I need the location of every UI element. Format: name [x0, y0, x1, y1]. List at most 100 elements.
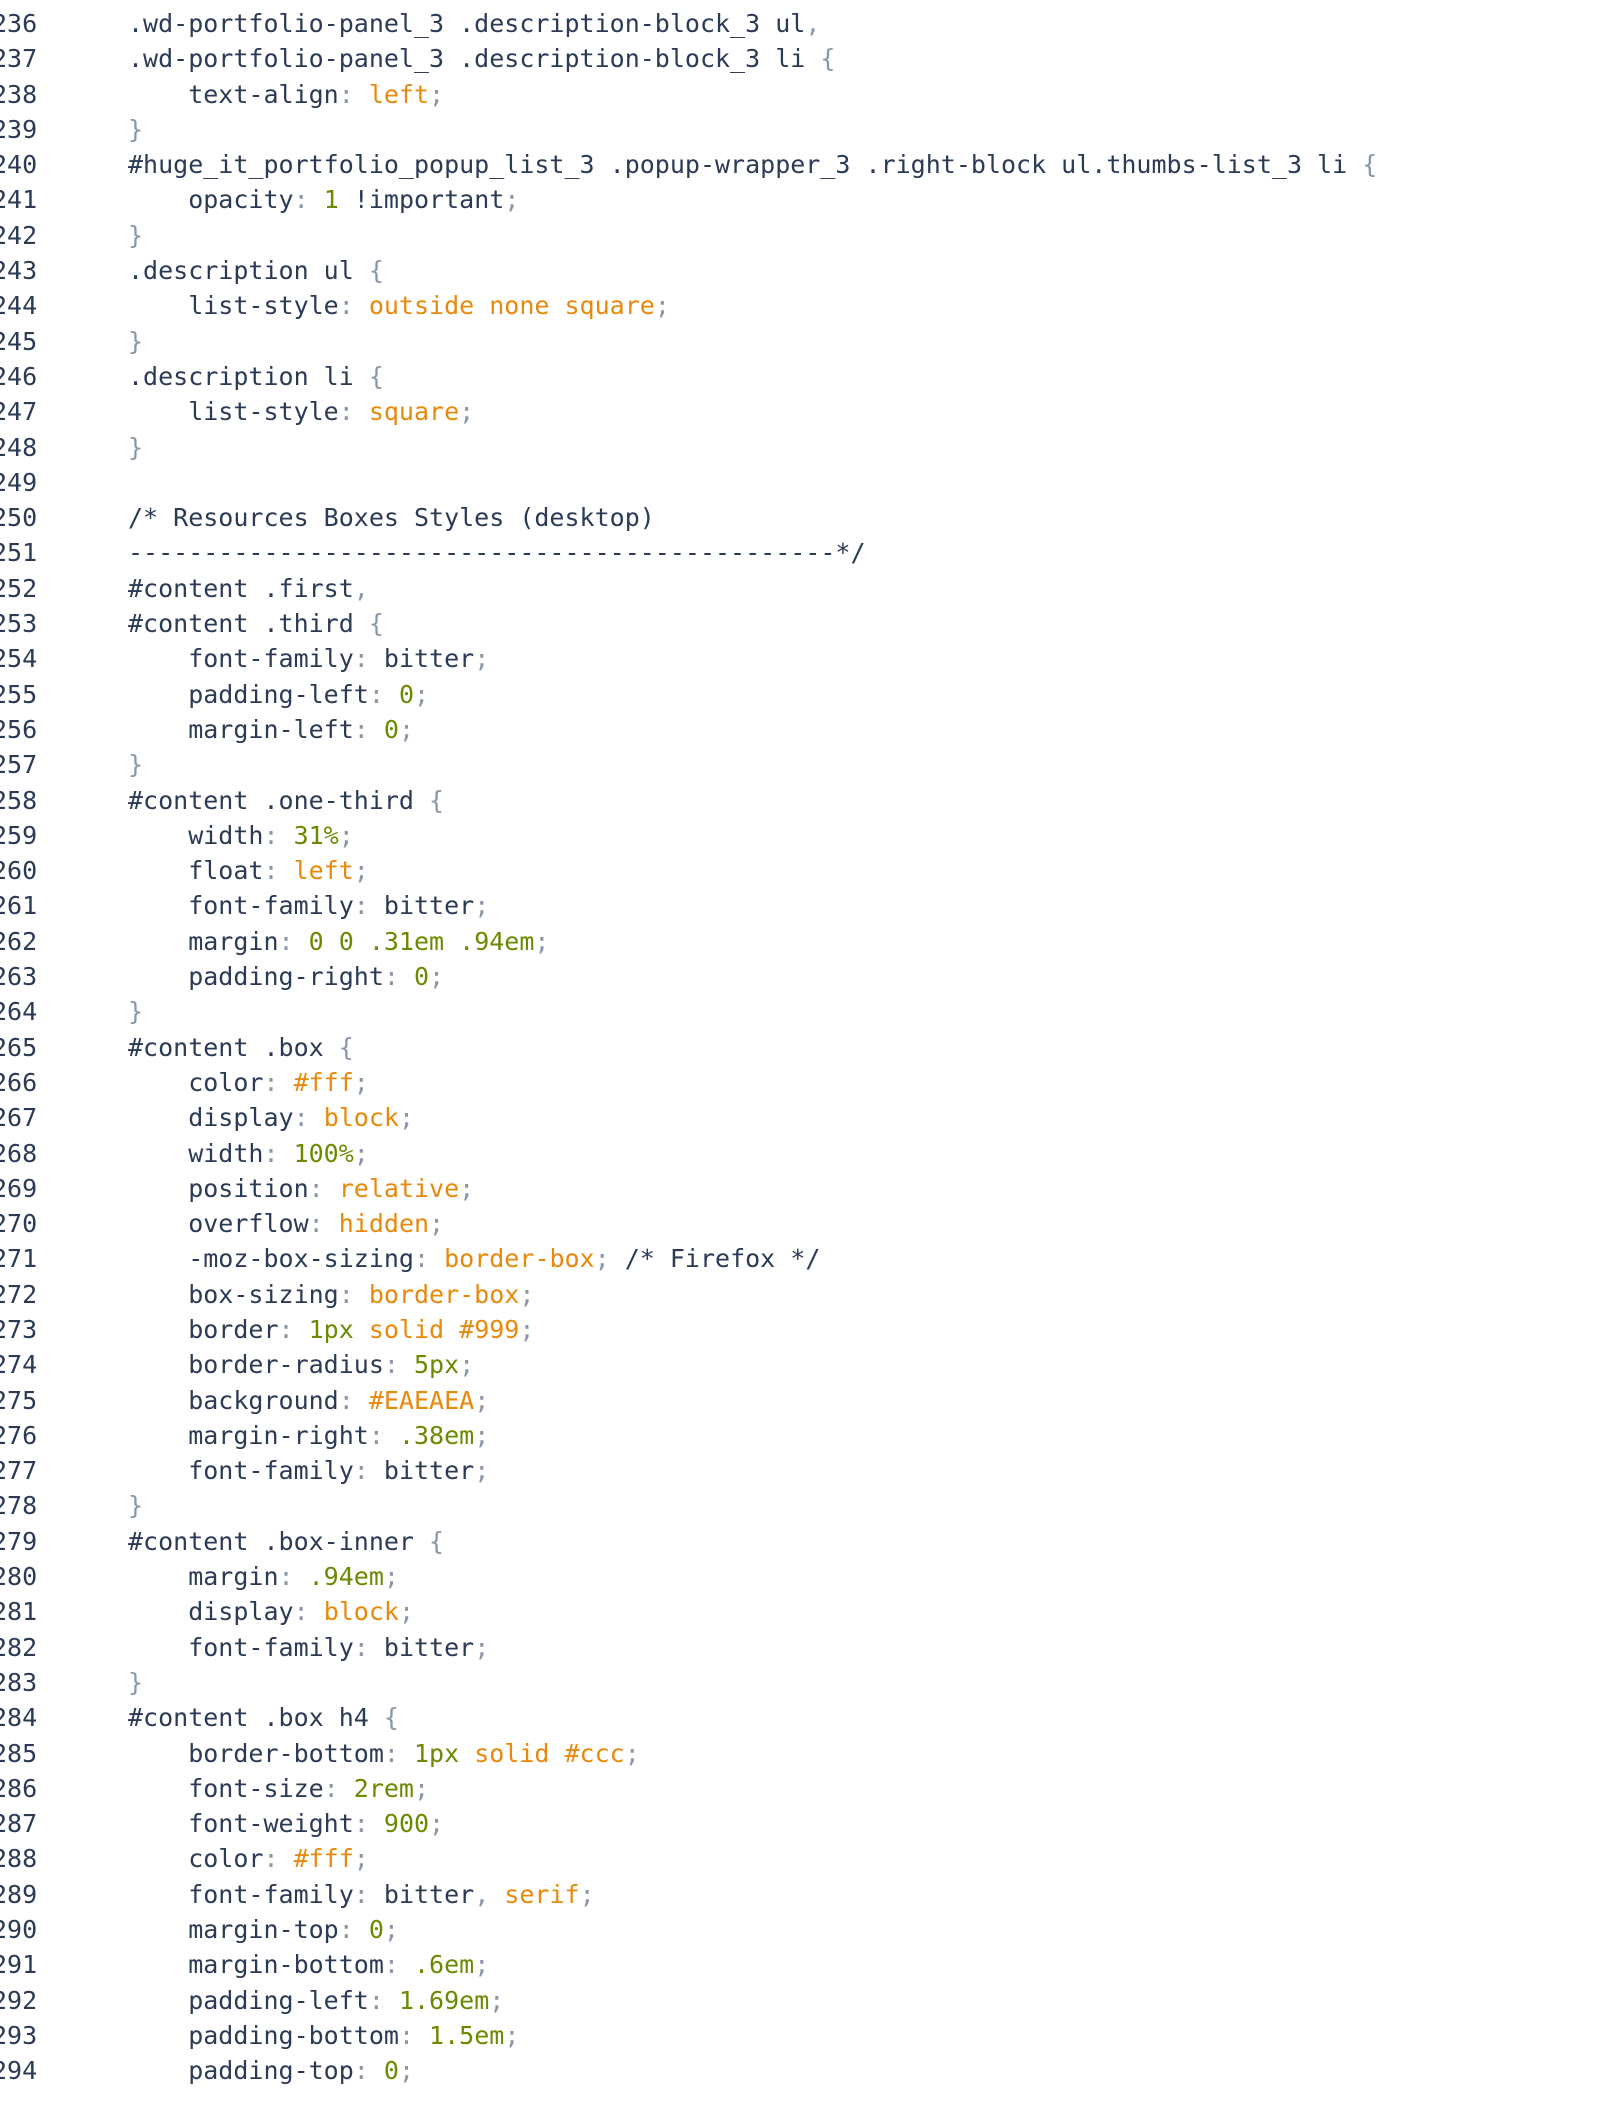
- line-code[interactable]: border-bottom: 1px solid #ccc;: [128, 1736, 640, 1771]
- line-code[interactable]: padding-bottom: 1.5em;: [128, 2018, 519, 2053]
- code-token: :: [338, 1385, 369, 1415]
- line-code[interactable]: font-family: bitter;: [128, 888, 489, 923]
- code-line: 279#content .box-inner {: [0, 1524, 1600, 1559]
- line-code[interactable]: text-align: left;: [128, 77, 444, 112]
- line-code[interactable]: font-family: bitter;: [128, 641, 489, 676]
- line-code[interactable]: width: 100%;: [128, 1136, 369, 1171]
- line-code[interactable]: }: [128, 747, 143, 782]
- line-code[interactable]: box-sizing: border-box;: [128, 1277, 534, 1312]
- line-code[interactable]: font-family: bitter, serif;: [128, 1877, 595, 1912]
- line-code[interactable]: font-family: bitter;: [128, 1453, 489, 1488]
- line-number: 248: [0, 432, 38, 462]
- code-line: 244 list-style: outside none square;: [0, 288, 1600, 323]
- line-code[interactable]: #content .box {: [128, 1030, 354, 1065]
- line-code[interactable]: background: #EAEAEA;: [128, 1383, 489, 1418]
- code-token: bitter: [383, 1879, 475, 1909]
- line-code[interactable]: .wd-portfolio-panel_3 .description-block…: [128, 6, 820, 41]
- line-code[interactable]: border-radius: 5px;: [128, 1347, 474, 1382]
- code-token: border-radius: [128, 1350, 384, 1380]
- line-code[interactable]: font-size: 2rem;: [128, 1771, 429, 1806]
- line-code[interactable]: color: #fff;: [128, 1065, 369, 1100]
- line-code[interactable]: .wd-portfolio-panel_3 .description-block…: [128, 41, 835, 76]
- line-code[interactable]: display: block;: [128, 1594, 414, 1629]
- code-token: #huge_it_portfolio_popup_list_3 .popup-w…: [128, 150, 1363, 180]
- line-code[interactable]: margin-top: 0;: [128, 1912, 399, 1947]
- code-token: background: [128, 1385, 339, 1415]
- code-token: #EAEAEA: [368, 1385, 475, 1415]
- line-number: 281: [0, 1597, 38, 1627]
- line-code[interactable]: .description ul {: [128, 253, 384, 288]
- line-code[interactable]: font-family: bitter;: [128, 1630, 489, 1665]
- line-code[interactable]: }: [128, 994, 143, 1029]
- code-token: 31%: [293, 820, 339, 850]
- line-code[interactable]: #content .first,: [128, 571, 369, 606]
- line-number: 243: [0, 256, 38, 286]
- line-code[interactable]: -moz-box-sizing: border-box; /* Firefox …: [128, 1241, 820, 1276]
- line-code[interactable]: }: [128, 218, 143, 253]
- code-token: ;: [429, 962, 445, 992]
- code-token: ;: [579, 1879, 595, 1909]
- line-code[interactable]: border: 1px solid #999;: [128, 1312, 534, 1347]
- code-token: ;: [459, 1173, 475, 1203]
- line-number: 261: [0, 891, 38, 921]
- code-token: hidden: [338, 1209, 430, 1239]
- code-token: }: [128, 997, 144, 1027]
- code-token: :: [353, 891, 384, 921]
- code-token: display: [128, 1597, 294, 1627]
- code-line: 278}: [0, 1488, 1600, 1523]
- line-number: 276: [0, 1420, 38, 1450]
- line-code[interactable]: #content .one-third {: [128, 783, 444, 818]
- code-line: 268 width: 100%;: [0, 1136, 1600, 1171]
- line-code[interactable]: margin-right: .38em;: [128, 1418, 489, 1453]
- line-code[interactable]: }: [128, 324, 143, 359]
- code-token: {: [368, 361, 384, 391]
- line-code[interactable]: overflow: hidden;: [128, 1206, 444, 1241]
- line-number: 287: [0, 1809, 38, 1839]
- line-code[interactable]: /* Resources Boxes Styles (desktop): [128, 500, 655, 535]
- code-line: 243 .description ul {: [0, 253, 1600, 288]
- line-code[interactable]: }: [128, 1665, 143, 1700]
- line-code[interactable]: padding-right: 0;: [128, 959, 444, 994]
- line-code[interactable]: width: 31%;: [128, 818, 354, 853]
- line-code[interactable]: padding-left: 1.69em;: [128, 1983, 504, 2018]
- code-token: {: [338, 1032, 354, 1062]
- line-number: 255: [0, 679, 38, 709]
- code-token: ;: [353, 1844, 369, 1874]
- line-code[interactable]: padding-left: 0;: [128, 677, 429, 712]
- line-code[interactable]: ----------------------------------------…: [128, 535, 866, 570]
- line-code[interactable]: float: left;: [128, 853, 369, 888]
- code-line: 264}: [0, 994, 1600, 1029]
- line-code[interactable]: padding-top: 0;: [128, 2053, 414, 2088]
- line-code[interactable]: color: #fff;: [128, 1841, 369, 1876]
- line-code[interactable]: opacity: 1 !important;: [128, 182, 519, 217]
- line-code[interactable]: margin-bottom: .6em;: [128, 1947, 489, 1982]
- code-token: ;: [624, 1738, 640, 1768]
- code-token: :: [293, 1103, 324, 1133]
- line-code[interactable]: #huge_it_portfolio_popup_list_3 .popup-w…: [128, 147, 1377, 182]
- code-line: 292 padding-left: 1.69em;: [0, 1983, 1600, 2018]
- line-code[interactable]: font-weight: 900;: [128, 1806, 444, 1841]
- code-token: }: [128, 220, 144, 250]
- line-code[interactable]: margin: 0 0 .31em .94em;: [128, 924, 549, 959]
- line-code[interactable]: position: relative;: [128, 1171, 474, 1206]
- line-code[interactable]: list-style: outside none square;: [128, 288, 670, 323]
- code-token: ;: [383, 1915, 399, 1945]
- line-code[interactable]: #content .box-inner {: [128, 1524, 444, 1559]
- code-token: :: [278, 1562, 309, 1592]
- line-code[interactable]: }: [128, 430, 143, 465]
- line-code[interactable]: margin-left: 0;: [128, 712, 414, 747]
- code-token: font-family: [128, 1632, 354, 1662]
- line-code[interactable]: list-style: square;: [128, 394, 474, 429]
- code-token: ;: [474, 1385, 490, 1415]
- line-code[interactable]: #content .third {: [128, 606, 384, 641]
- line-code[interactable]: }: [128, 112, 143, 147]
- line-code[interactable]: #content .box h4 {: [128, 1700, 399, 1735]
- code-token: ;: [398, 2056, 415, 2086]
- code-line: 250/* Resources Boxes Styles (desktop): [0, 500, 1600, 535]
- code-editor[interactable]: 236.wd-portfolio-panel_3 .description-bl…: [0, 6, 1600, 2122]
- line-code[interactable]: .description li {: [128, 359, 384, 394]
- line-code[interactable]: margin: .94em;: [128, 1559, 399, 1594]
- line-code[interactable]: display: block;: [128, 1100, 414, 1135]
- line-number: 244: [0, 291, 38, 321]
- line-code[interactable]: }: [128, 1488, 143, 1523]
